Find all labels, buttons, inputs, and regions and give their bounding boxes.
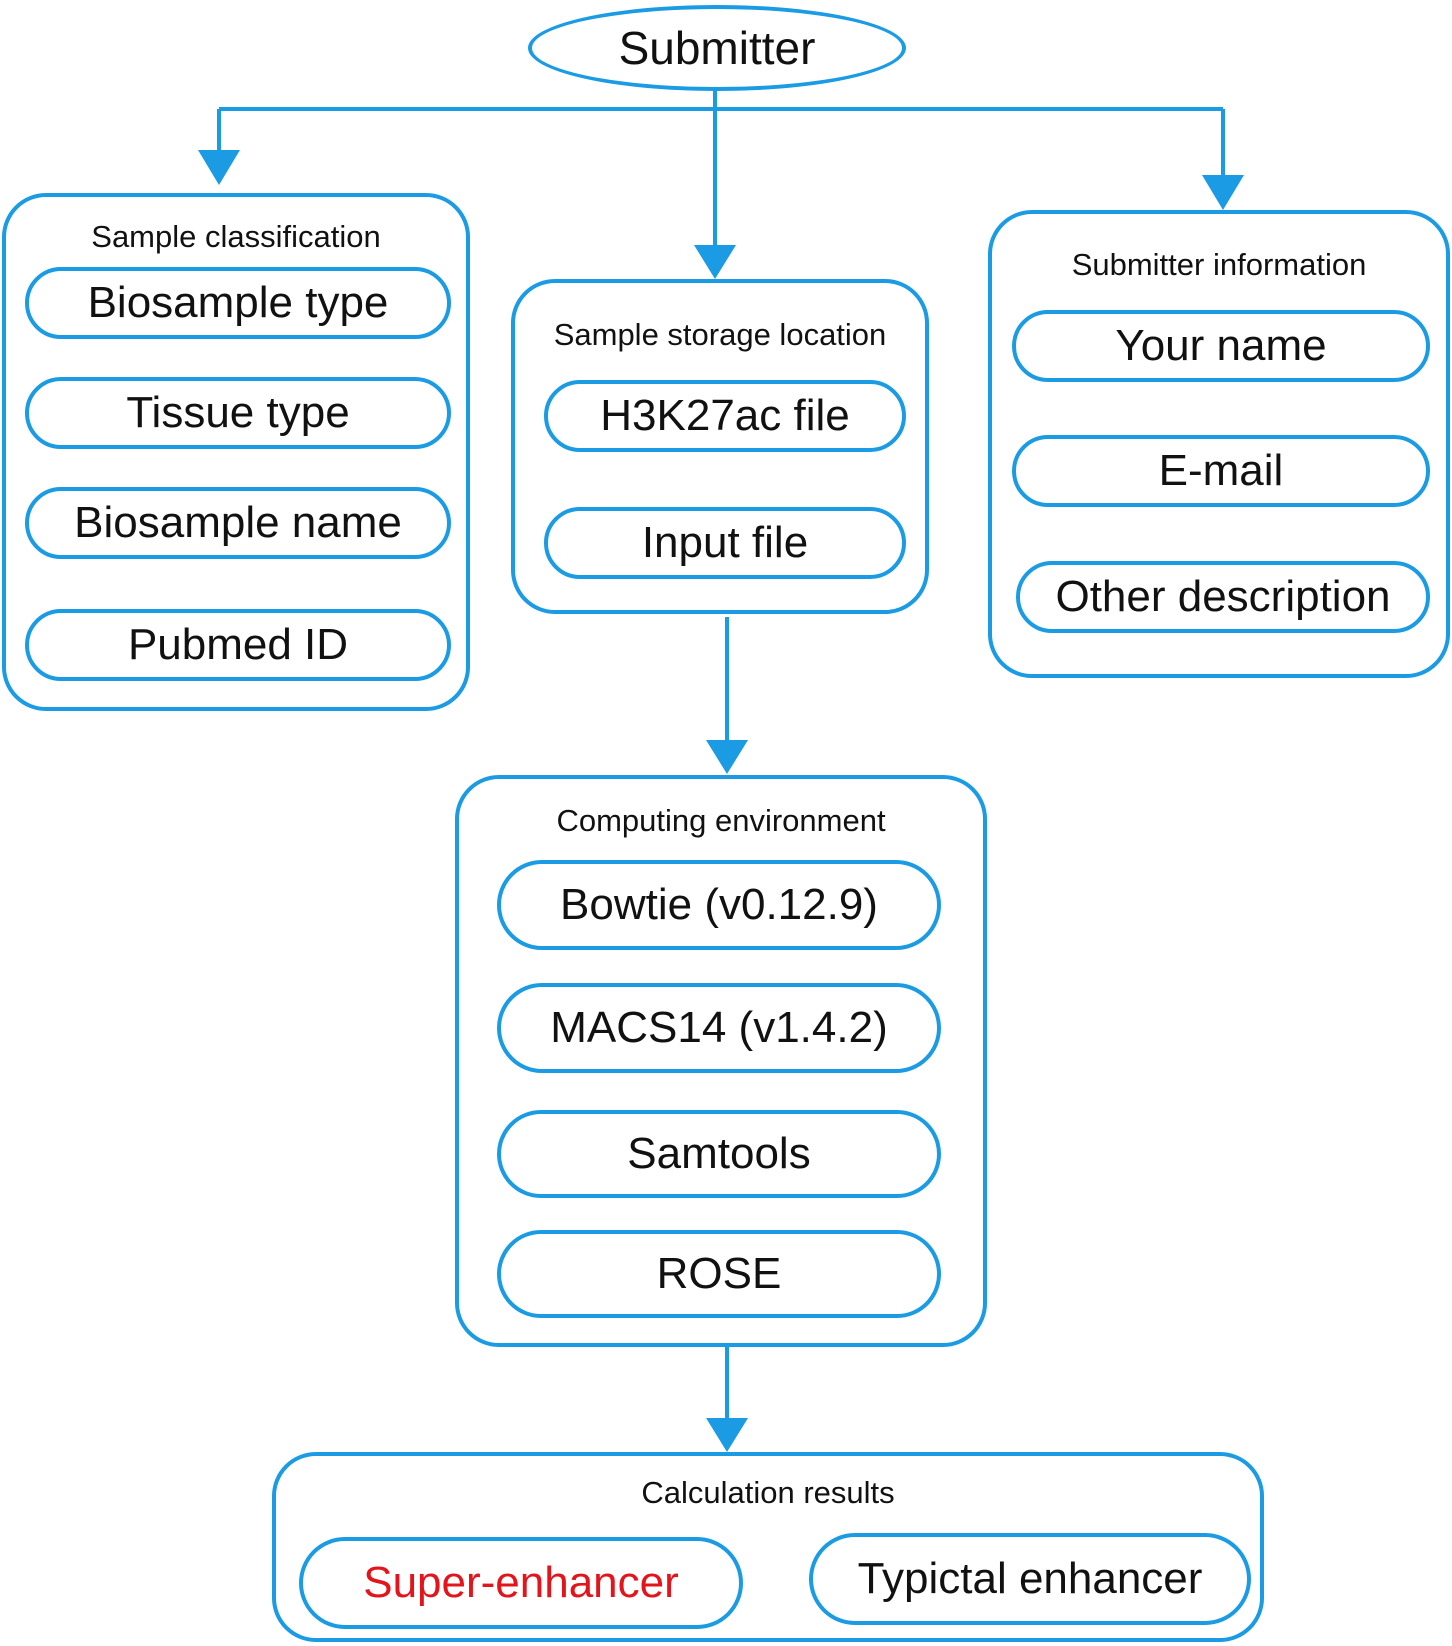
- your-name-label: Your name: [1115, 321, 1327, 370]
- pubmed-id-node[interactable]: Pubmed ID: [25, 609, 451, 681]
- typical-enhancer-label: Typictal enhancer: [857, 1554, 1203, 1603]
- macs14-label: MACS14 (v1.4.2): [550, 1003, 888, 1052]
- biosample-type-node[interactable]: Biosample type: [25, 267, 451, 339]
- email-node[interactable]: E-mail: [1012, 435, 1430, 507]
- tissue-type-node[interactable]: Tissue type: [25, 377, 451, 449]
- samtools-node[interactable]: Samtools: [497, 1110, 941, 1198]
- super-enhancer-label: Super-enhancer: [363, 1558, 679, 1607]
- sample-storage-title: Sample storage location: [553, 317, 887, 352]
- biosample-name-label: Biosample name: [74, 498, 402, 547]
- bowtie-label: Bowtie (v0.12.9): [560, 880, 878, 929]
- other-description-node[interactable]: Other description: [1016, 561, 1430, 633]
- rose-label: ROSE: [656, 1249, 782, 1298]
- your-name-node[interactable]: Your name: [1012, 310, 1430, 382]
- submitter-label: Submitter: [618, 22, 816, 74]
- computing-environment-title: Computing environment: [556, 803, 886, 838]
- pubmed-id-label: Pubmed ID: [127, 620, 349, 669]
- biosample-type-label: Biosample type: [87, 278, 389, 327]
- other-description-label: Other description: [1055, 572, 1391, 621]
- sample-classification-group: [2, 193, 470, 711]
- calculation-results-group: [272, 1452, 1264, 1642]
- h3k27ac-file-label: H3K27ac file: [600, 391, 850, 440]
- arrowhead-classification: [198, 150, 240, 185]
- computing-environment-group: [455, 775, 987, 1347]
- arrowhead-submitter-info: [1202, 175, 1244, 210]
- input-file-node[interactable]: Input file: [544, 507, 906, 579]
- submitter-information-group: [988, 210, 1450, 678]
- input-file-label: Input file: [641, 518, 809, 567]
- typical-enhancer-node[interactable]: Typictal enhancer: [809, 1533, 1251, 1625]
- calculation-results-title: Calculation results: [641, 1475, 895, 1510]
- bowtie-node[interactable]: Bowtie (v0.12.9): [497, 860, 941, 950]
- sample-storage-group: [511, 279, 929, 614]
- tissue-type-label: Tissue type: [126, 388, 350, 437]
- submitter-information-title: Submitter information: [1071, 247, 1367, 282]
- arrowhead-computing: [706, 740, 748, 774]
- biosample-name-node[interactable]: Biosample name: [25, 487, 451, 559]
- macs14-node[interactable]: MACS14 (v1.4.2): [497, 983, 941, 1073]
- rose-node[interactable]: ROSE: [497, 1230, 941, 1318]
- arrowhead-results: [706, 1418, 748, 1452]
- samtools-label: Samtools: [627, 1129, 811, 1178]
- email-label: E-mail: [1158, 446, 1284, 495]
- sample-classification-title: Sample classification: [91, 219, 381, 254]
- arrowhead-storage: [694, 245, 736, 279]
- submitter-node[interactable]: Submitter: [528, 5, 906, 91]
- super-enhancer-node[interactable]: Super-enhancer: [299, 1537, 743, 1629]
- h3k27ac-file-node[interactable]: H3K27ac file: [544, 380, 906, 452]
